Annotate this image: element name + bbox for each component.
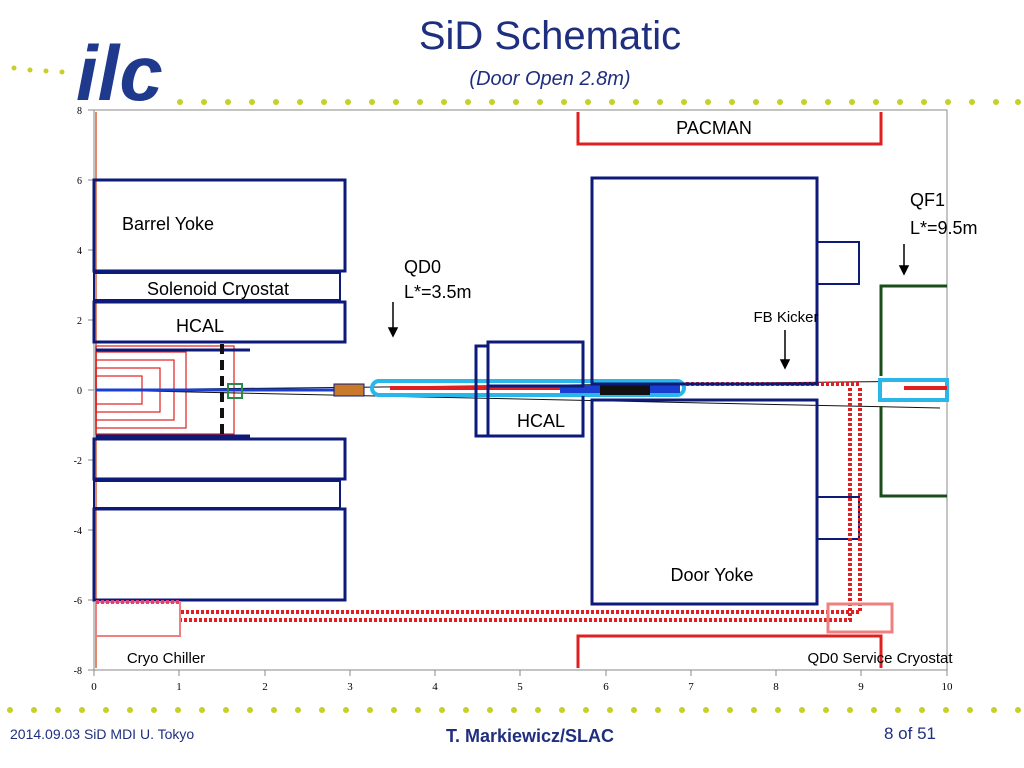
x-tick-label: 10 xyxy=(942,681,954,693)
pacman-bottom xyxy=(576,634,883,668)
y-tick-label: -8 xyxy=(74,666,82,677)
hcal-barrel-top xyxy=(92,300,347,344)
footer-author: T. Markiewicz/SLAC xyxy=(445,726,615,746)
y-tick-label: -2 xyxy=(74,456,82,467)
x-tick-label: 7 xyxy=(688,681,694,693)
footer-date-event: 2014.09.03 SiD MDI U. Tokyo xyxy=(10,726,195,742)
y-tick-label: 6 xyxy=(77,176,82,187)
label-hcal-barrel: HCAL xyxy=(176,316,224,336)
y-tick-label: -4 xyxy=(74,526,82,537)
x-tick-label: 0 xyxy=(91,681,97,693)
y-axis: 8 6 4 2 0 -2 -4 -6 -8 xyxy=(74,106,94,677)
cryo-chiller xyxy=(95,600,181,637)
label-qf1-lstar: L*=9.5m xyxy=(910,218,978,238)
solenoid-cryostat-bottom xyxy=(93,480,341,509)
x-tick-label: 6 xyxy=(603,681,609,693)
pacman-top xyxy=(576,112,883,146)
label-pacman: PACMAN xyxy=(676,118,752,138)
decorative-dots xyxy=(7,65,1021,713)
door-yoke xyxy=(590,176,860,606)
x-tick-label: 4 xyxy=(432,681,438,693)
x-tick-label: 1 xyxy=(176,681,182,693)
footer-page-number: 8 of 51 xyxy=(884,724,936,743)
label-fb-kicker: FB Kicker xyxy=(753,309,818,326)
qf1-magnet xyxy=(879,284,947,498)
x-tick-label: 2 xyxy=(262,681,268,693)
label-barrel-yoke: Barrel Yoke xyxy=(122,214,214,234)
label-solenoid-cryostat: Solenoid Cryostat xyxy=(147,279,289,299)
slide-subtitle: (Door Open 2.8m) xyxy=(469,68,631,90)
x-axis: 0 1 2 3 4 5 6 7 8 9 10 xyxy=(91,670,953,693)
x-tick-label: 3 xyxy=(347,681,353,693)
label-hcal-endcap: HCAL xyxy=(517,411,565,431)
hcal-barrel-bottom xyxy=(92,437,347,481)
label-cryo-chiller: Cryo Chiller xyxy=(127,650,205,667)
solenoid-cryostat-top xyxy=(93,272,341,301)
label-qd0-service-cryostat: QD0 Service Cryostat xyxy=(807,650,953,667)
hcal-endcap xyxy=(474,340,585,438)
label-qd0: QD0 xyxy=(404,257,441,277)
y-tick-label: 8 xyxy=(77,106,82,117)
x-tick-label: 8 xyxy=(773,681,779,693)
label-qd0-lstar: L*=3.5m xyxy=(404,282,472,302)
label-qf1: QF1 xyxy=(910,190,945,210)
y-tick-label: 2 xyxy=(77,316,82,327)
ilc-logo-text: ilc xyxy=(76,29,163,117)
y-tick-label: 4 xyxy=(77,246,82,257)
qd0-service-cryostat xyxy=(180,388,894,634)
arrows xyxy=(387,244,910,370)
barrel-yoke-top xyxy=(92,178,347,273)
y-tick-label: -6 xyxy=(74,596,82,607)
beamline xyxy=(95,378,949,409)
y-tick-label: 0 xyxy=(77,386,82,397)
label-door-yoke: Door Yoke xyxy=(670,565,753,585)
ilc-logo: ilc xyxy=(76,29,163,117)
x-tick-label: 5 xyxy=(517,681,523,693)
barrel-yoke-bottom xyxy=(92,507,347,602)
x-tick-label: 9 xyxy=(858,681,864,693)
slide-title: SiD Schematic xyxy=(418,14,682,58)
